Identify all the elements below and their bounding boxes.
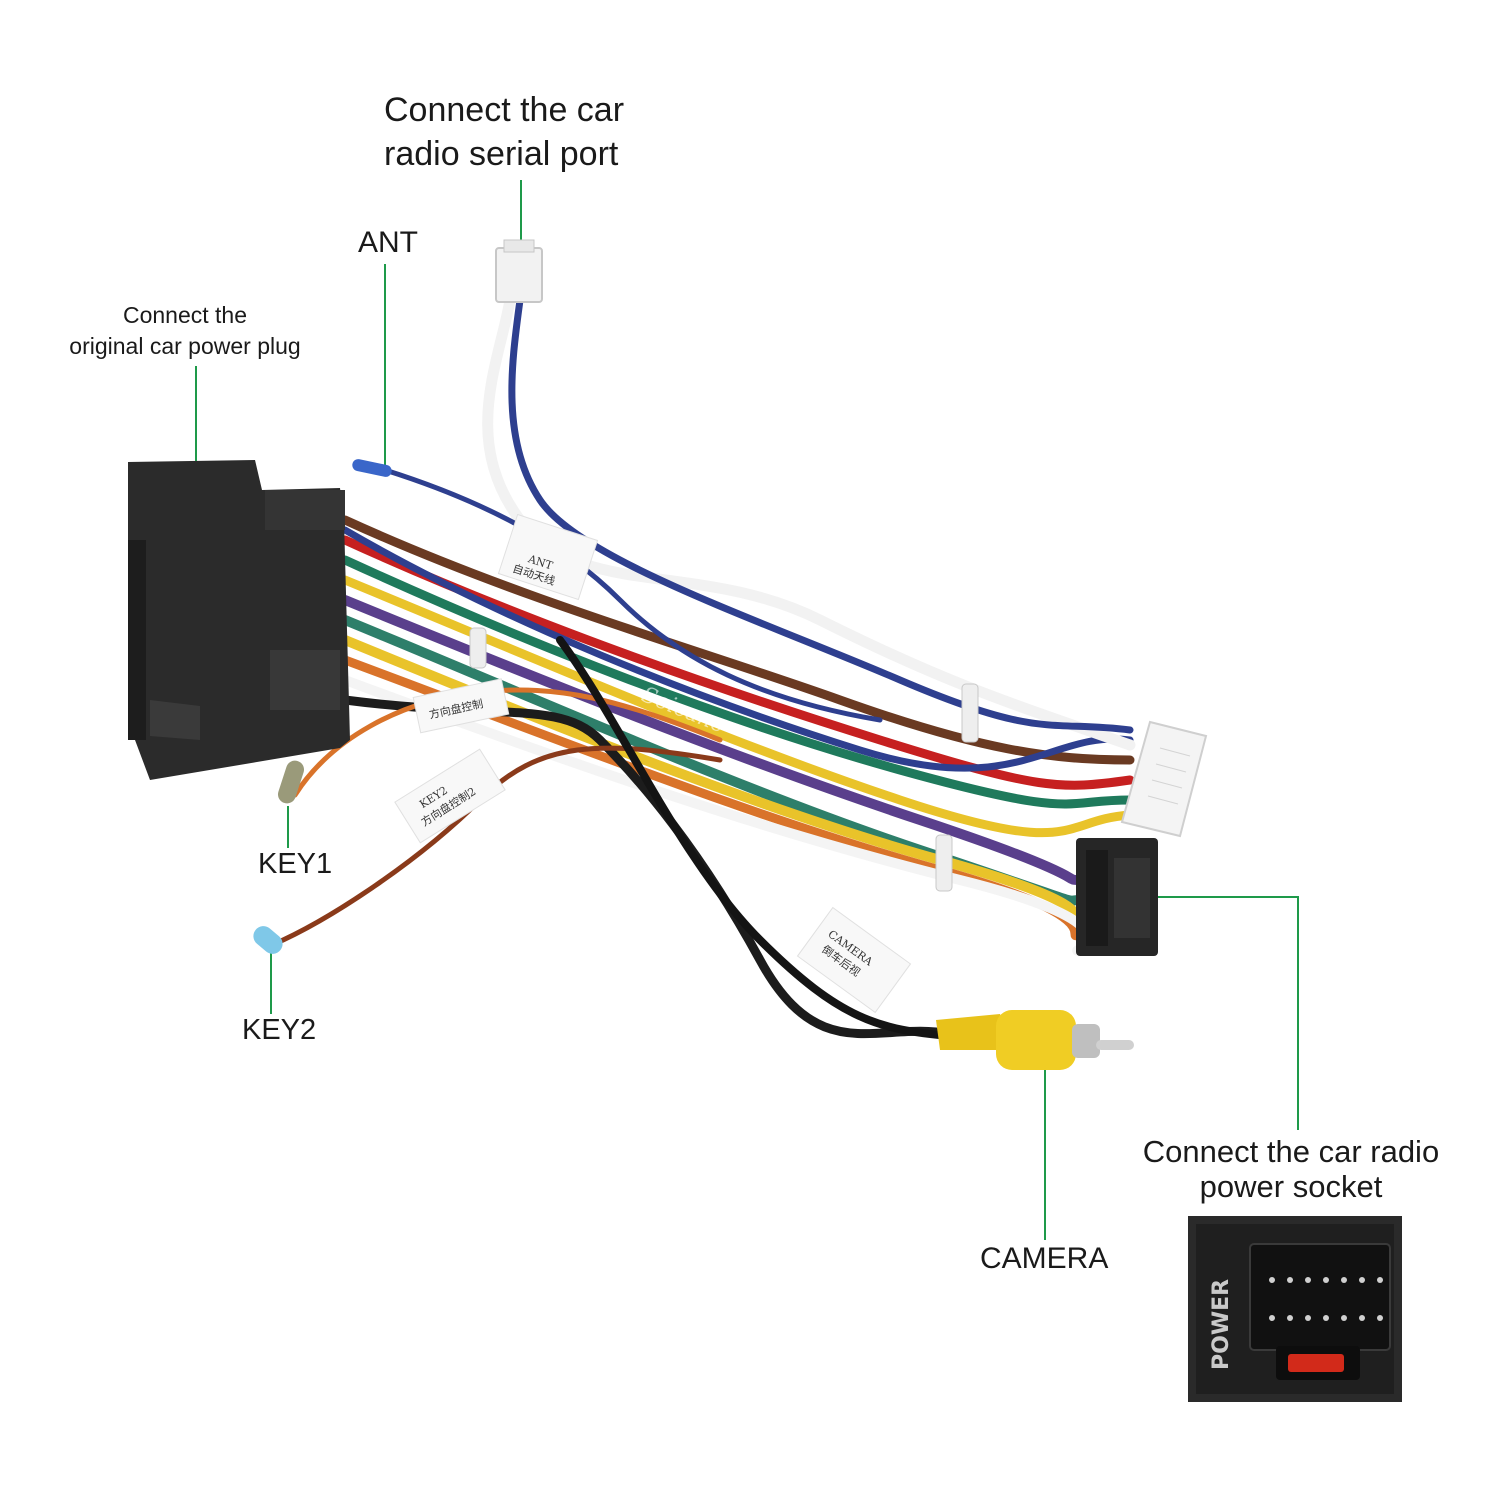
serial-port-connector <box>495 239 543 303</box>
key2-tag: KEY2 方向盘控制2 <box>394 748 506 844</box>
white-pin-connector <box>1120 720 1208 838</box>
serial-port-label: Connect the car radio serial port <box>384 88 624 176</box>
camera-label: CAMERA <box>980 1242 1109 1275</box>
power-socket-label-line1: Connect the car radio <box>1142 1134 1440 1169</box>
power-plug-label: Connect the original car power plug <box>60 300 310 362</box>
camera-tag: CAMERA 倒车后视 <box>796 906 912 1014</box>
key2-tip <box>253 926 283 954</box>
power-plug-label-line1: Connect the <box>122 302 248 328</box>
original-car-power-plug <box>128 460 350 780</box>
zip-ties <box>469 627 979 892</box>
key1-label: KEY1 <box>258 848 333 880</box>
power-socket-connector <box>1076 838 1158 956</box>
inset-power-text: POWER <box>1209 1279 1234 1370</box>
power-socket-label-line2: power socket <box>1199 1169 1383 1204</box>
power-socket-label: Connect the car radio power socket <box>1140 1134 1442 1204</box>
wire-bundle <box>269 294 1136 1040</box>
inset-pins <box>1269 1277 1383 1321</box>
ant-tag: ANT 自动天线 <box>497 513 599 601</box>
serial-port-label-line1: Connect the car <box>384 91 625 129</box>
key1-tip <box>277 760 305 804</box>
key2-label: KEY2 <box>242 1014 317 1046</box>
serial-port-label-line2: radio serial port <box>384 135 619 173</box>
power-plug-label-line2: original car power plug <box>69 333 301 359</box>
key1-tag: 方向盘控制 <box>412 678 510 734</box>
camera-rca-plug <box>936 1010 1134 1070</box>
leader-socket <box>1158 896 1299 1130</box>
power-socket-inset: POWER <box>1188 1216 1402 1402</box>
ant-tip <box>352 459 392 477</box>
leader-lines <box>195 180 1299 1240</box>
ant-label: ANT <box>358 226 418 259</box>
